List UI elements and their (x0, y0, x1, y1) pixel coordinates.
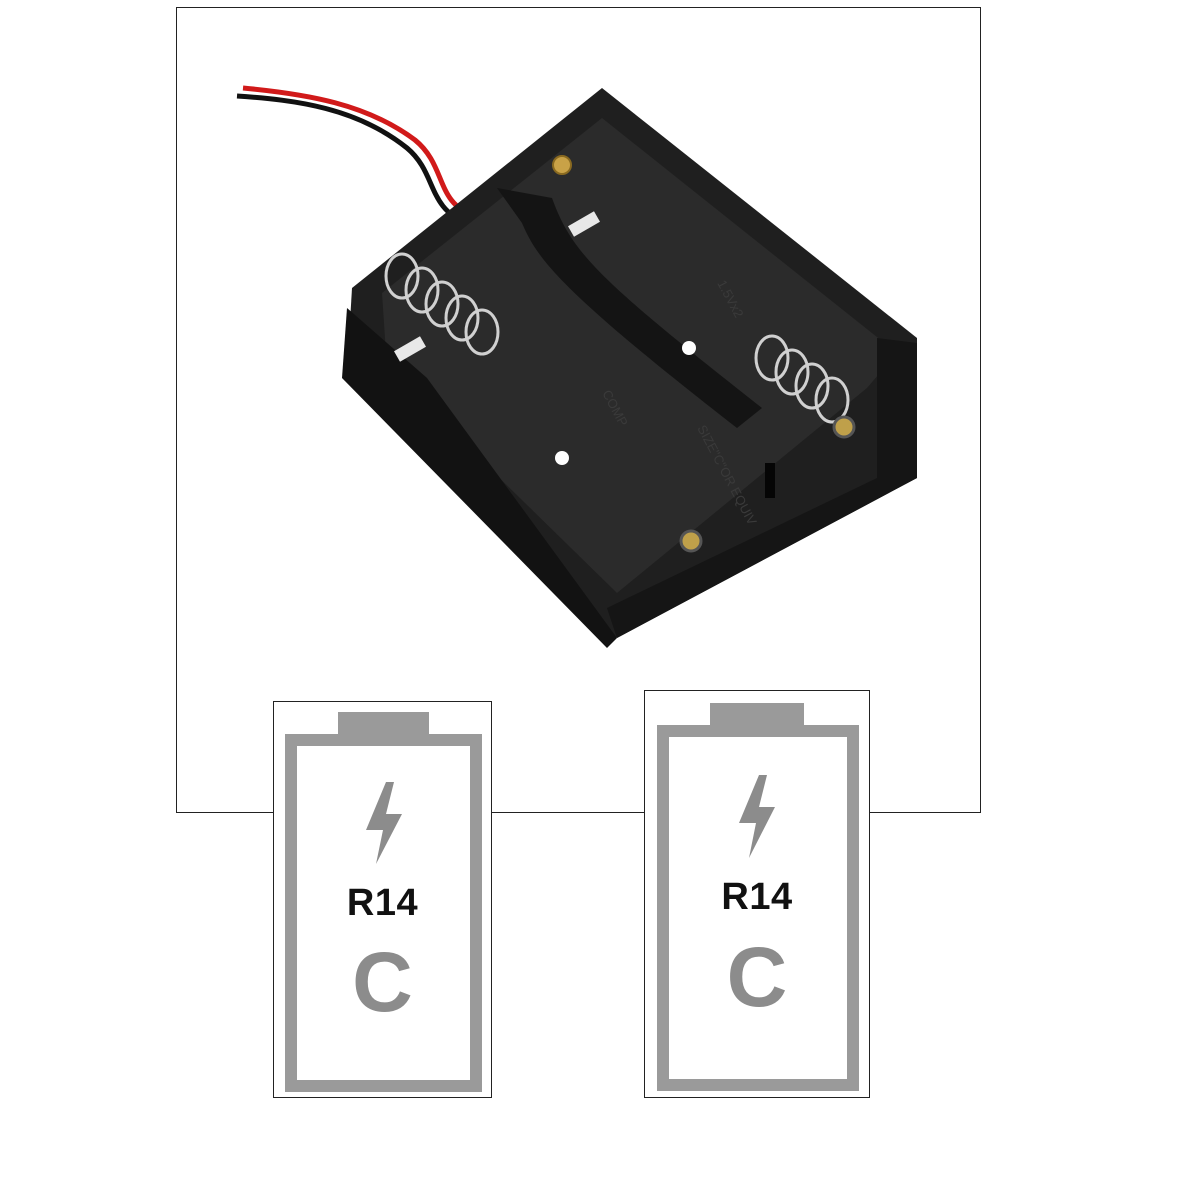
holder-divider (497, 188, 762, 428)
battery-code-label: R14 (346, 882, 419, 924)
battery-size-label: C (726, 930, 788, 1024)
battery-size-label: C (352, 935, 413, 1029)
mount-hole-1 (682, 341, 696, 355)
product-image-frame: SIZE"C"OR EQUIV COMP 1.5Vx2 (176, 7, 981, 813)
rivet-left (679, 529, 703, 553)
mount-hole-2 (555, 451, 569, 465)
battery-code-label: R14 (721, 876, 793, 918)
terminal-top (552, 155, 572, 175)
holder-inner (382, 118, 897, 593)
battery-outline-icon (285, 712, 482, 1092)
battery-holder-photo: SIZE"C"OR EQUIV COMP 1.5Vx2 (236, 85, 917, 648)
spring-right (754, 334, 850, 424)
battery-card-right: R14 C (644, 690, 870, 1098)
black-wire (236, 93, 468, 226)
lightning-bolt-icon (739, 775, 775, 858)
rivet-right (832, 415, 856, 439)
lightning-bolt-icon (366, 782, 402, 864)
red-wire (242, 85, 476, 219)
battery-card-left: R14 C (273, 701, 492, 1098)
spring-left (384, 252, 500, 356)
holder-end-wall (607, 338, 917, 638)
battery-outline-icon (657, 703, 859, 1091)
